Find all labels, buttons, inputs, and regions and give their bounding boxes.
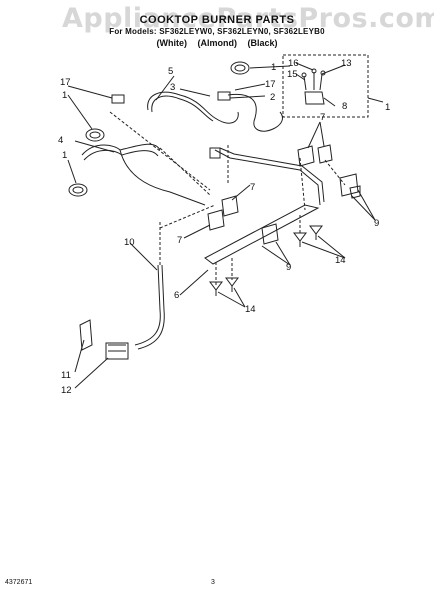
burner-base [85,128,105,142]
callout-label: 2 [270,92,275,103]
screw [309,225,323,240]
callout-label: 1 [62,90,67,101]
callout-label: 8 [342,101,347,112]
callout-label: 1 [271,62,276,73]
callout-label: 1 [385,102,390,113]
callout-label: 16 [288,58,299,69]
callout-label: 11 [61,370,71,381]
screw [209,281,223,296]
orifice-holder [217,91,231,101]
callout-label: 9 [286,262,291,273]
igniter-switch [304,91,325,105]
screw [225,277,239,292]
manifold-bar [204,204,320,265]
burner-tube-right-rear [227,93,283,132]
callout-label: 14 [335,255,346,266]
callout-label: 12 [61,385,72,396]
callout-label: 10 [124,237,135,248]
callout-label: 15 [287,69,298,80]
callout-label: 7 [320,112,325,123]
part-number: 4372671 [5,579,33,586]
inset-box [282,54,369,118]
callout-labels: 17 1 4 1 5 3 1 17 2 16 15 13 8 1 7 7 7 1… [58,58,390,396]
orifice-fitting [209,147,221,159]
callout-label: 17 [265,79,276,90]
supply-tube [134,264,161,346]
callout-label: 1 [62,150,67,161]
burner-base [230,61,250,75]
callout-label: 17 [60,77,71,88]
callout-label: 13 [341,58,352,69]
page-number: 3 [211,579,215,586]
screw [293,232,307,247]
valve [221,195,239,217]
pressure-regulator [105,342,129,360]
callout-label: 14 [245,304,256,315]
color-variants: (White) (Almond) (Black) [0,38,434,48]
burner-tube-left [81,143,206,206]
callout-label: 4 [58,135,63,146]
callout-label: 3 [170,82,175,93]
model-numbers: For Models: SF362LEYW0, SF362LEYN0, SF36… [109,27,325,36]
color-almond: (Almond) [197,38,237,48]
callout-label: 9 [374,218,379,229]
valve [207,209,225,231]
callout-label: 6 [174,290,179,301]
color-black: (Black) [247,38,278,48]
valve [261,223,279,245]
color-white: (White) [156,38,187,48]
valve [339,173,359,197]
watermark: AppliancePartsPros.com [62,3,434,34]
diagram-title: COOKTOP BURNER PARTS [139,14,295,26]
callout-label: 5 [168,66,173,77]
burner-base [68,183,88,197]
valve [297,145,315,167]
callout-label: 7 [177,235,182,246]
regulator-bracket [79,319,93,351]
callout-label: 7 [250,182,255,193]
burner-tube-rear [147,91,239,124]
orifice-holder [111,94,125,104]
valve [317,144,333,164]
